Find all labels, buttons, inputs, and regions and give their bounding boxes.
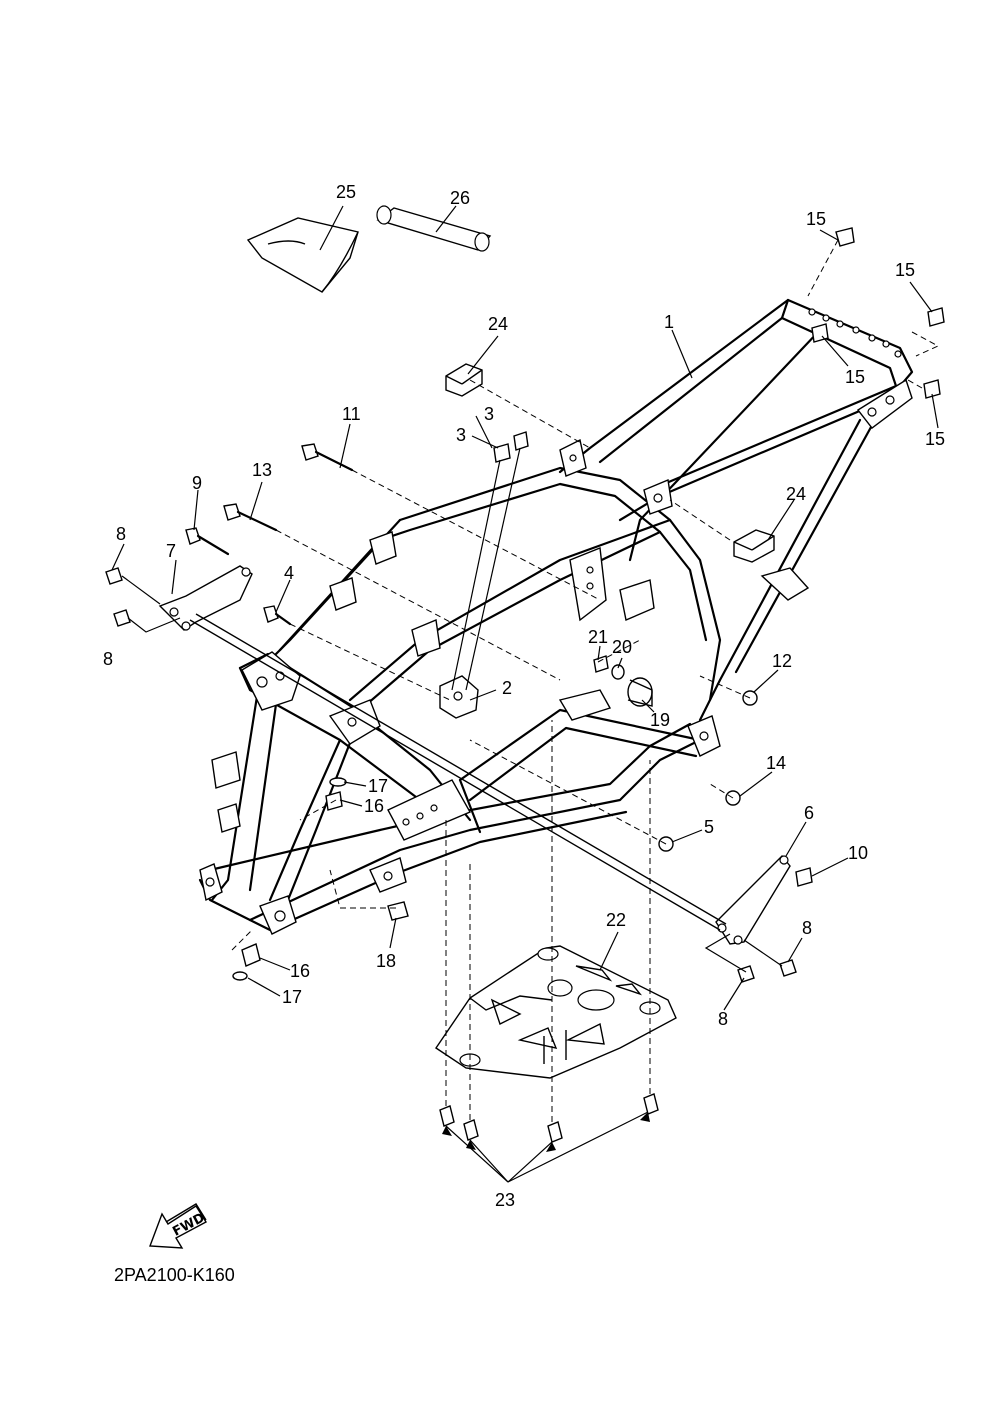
callout-16: 16 <box>290 961 310 981</box>
callout-16: 16 <box>364 796 384 816</box>
part-4-bolt <box>263 605 451 701</box>
callout-2: 2 <box>502 678 512 698</box>
callout-17: 17 <box>282 987 302 1007</box>
callout-7: 7 <box>166 541 176 561</box>
leader-lines <box>111 205 939 1183</box>
callout-11: 11 <box>342 404 361 424</box>
callout-24: 24 <box>488 314 508 334</box>
callout-15: 15 <box>845 367 865 387</box>
part-1-main-frame <box>198 298 914 935</box>
callout-15: 15 <box>925 429 945 449</box>
callout-1: 1 <box>664 312 674 332</box>
callout-5: 5 <box>704 817 714 837</box>
callout-13: 13 <box>252 460 272 480</box>
part-22-skid-plate <box>435 945 677 1079</box>
fwd-arrow-icon: FWD <box>149 1203 208 1249</box>
callout-labels: 25 26 15 15 15 15 1 24 24 3 3 11 13 9 8 … <box>103 182 945 1210</box>
diagram-code: 2PA2100-K160 <box>114 1265 235 1285</box>
part-9-bolt <box>185 527 230 556</box>
part-13-long-bolt <box>223 503 561 681</box>
callout-8: 8 <box>116 524 126 544</box>
callout-3: 3 <box>484 404 494 424</box>
callout-8: 8 <box>103 649 113 669</box>
callout-15: 15 <box>895 260 915 280</box>
callout-14: 14 <box>766 753 786 773</box>
callout-25: 25 <box>336 182 356 202</box>
part-26-tool-tube <box>376 205 492 252</box>
fasteners <box>105 227 945 1143</box>
callout-19: 19 <box>650 710 670 730</box>
part-25-manual <box>246 217 359 293</box>
callout-12: 12 <box>772 651 792 671</box>
callout-21: 21 <box>588 627 608 647</box>
callout-18: 18 <box>376 951 396 971</box>
part-24-damper-upper <box>445 363 483 397</box>
callout-24: 24 <box>786 484 806 504</box>
part-24-damper-lower <box>733 529 775 563</box>
callout-26: 26 <box>450 188 470 208</box>
callout-9: 9 <box>192 473 202 493</box>
rear-rail-holes <box>808 308 902 358</box>
callout-15: 15 <box>806 209 826 229</box>
long-through-rod <box>189 613 727 931</box>
callout-17: 17 <box>368 776 388 796</box>
part-11-long-bolt <box>301 443 601 601</box>
callout-6: 6 <box>804 803 814 823</box>
callout-3: 3 <box>456 425 466 445</box>
part-6-engine-bracket <box>715 854 791 945</box>
callout-8: 8 <box>718 1009 728 1029</box>
callout-8: 8 <box>802 918 812 938</box>
callout-23: 23 <box>495 1190 515 1210</box>
callout-4: 4 <box>284 563 294 583</box>
part-7-engine-bracket <box>158 565 253 631</box>
callout-22: 22 <box>606 910 626 930</box>
callout-10: 10 <box>848 843 868 863</box>
callout-20: 20 <box>612 637 632 657</box>
